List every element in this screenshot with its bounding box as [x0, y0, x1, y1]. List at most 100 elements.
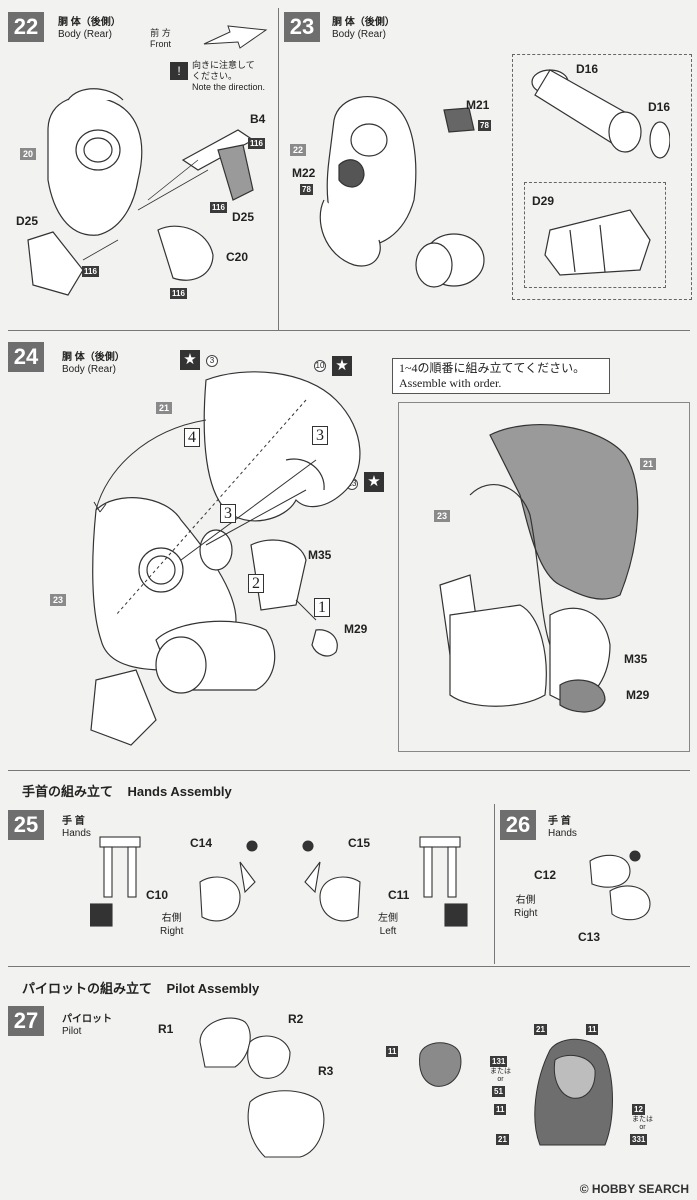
- d16-barrel-illustration: [531, 69, 670, 159]
- or-en-2: or: [639, 1124, 646, 1131]
- caution-text: 向きに注意して ください。 Note the direction.: [192, 60, 265, 93]
- callout-10: 10: [314, 360, 326, 372]
- step-26-title-jp: 手 首: [548, 816, 571, 827]
- ref-23-completed: 23: [434, 510, 451, 522]
- color-51: 51: [492, 1086, 505, 1097]
- hands-section-en: Hands Assembly: [127, 784, 232, 799]
- step-24-number: 24: [8, 342, 44, 372]
- part-d29: D29: [532, 194, 555, 208]
- step-23-number: 23: [284, 12, 320, 42]
- or-en-1: or: [497, 1076, 504, 1083]
- star-icon-2: ★: [332, 356, 352, 376]
- pilot-section-en: Pilot Assembly: [166, 981, 260, 996]
- pilot-section-header: パイロットの組み立て Pilot Assembly: [22, 978, 259, 997]
- color-11-head: 11: [386, 1046, 399, 1057]
- part-r3: R3: [318, 1064, 334, 1078]
- ref-23-exploded: 23: [50, 594, 67, 606]
- color-116-a: 116: [248, 138, 265, 149]
- note-jp: 1~4の順番に組み立ててください。: [399, 361, 586, 375]
- part-m22: M22: [292, 166, 316, 180]
- right-jp-26: 右側: [515, 895, 536, 906]
- part-c13: C13: [578, 930, 601, 944]
- hands-section-jp: 手首の組み立て: [22, 784, 114, 799]
- watermark-text: HOBBY SEARCH: [591, 1182, 689, 1196]
- pilot-painted-illustration: [534, 1038, 613, 1146]
- label-right-25: 右側 Right: [160, 912, 183, 938]
- star-icon-3: ★: [364, 472, 384, 492]
- step-24-title-en: Body (Rear): [62, 364, 116, 375]
- hands-section-header: 手首の組み立て Hands Assembly: [22, 781, 232, 800]
- step-22-title: 胴 体（後側） Body (Rear): [58, 17, 121, 41]
- step-25-title-en: Hands: [62, 828, 91, 839]
- part-m21: M21: [466, 98, 490, 112]
- color-78-b: 78: [300, 184, 313, 195]
- step-25-hands-illustration: [90, 836, 468, 927]
- step-27-title: パイロット Pilot: [62, 1014, 112, 1038]
- color-21-bottom: 21: [496, 1134, 509, 1145]
- step-23-title-en: Body (Rear): [332, 29, 386, 40]
- left-jp-25: 左側: [378, 913, 398, 924]
- step-25-title: 手 首 Hands: [62, 816, 91, 840]
- or-label-1: または or: [490, 1068, 511, 1084]
- note-en: Assemble with order.: [399, 376, 502, 390]
- color-131: 131: [490, 1056, 508, 1067]
- part-r1: R1: [158, 1022, 174, 1036]
- step-26-hand-illustration: [589, 850, 651, 921]
- step-27-number: 27: [8, 1006, 44, 1036]
- divider-row1: [8, 330, 690, 331]
- completed-view-panel: [398, 402, 690, 752]
- right-en-26: Right: [514, 908, 538, 919]
- color-11-top: 11: [586, 1024, 599, 1035]
- or-jp-2: または: [632, 1116, 653, 1123]
- caution-jp-line2: ください。: [192, 71, 238, 81]
- color-116-c: 116: [82, 266, 99, 277]
- part-b4: B4: [250, 112, 266, 126]
- part-r2: R2: [288, 1012, 304, 1026]
- or-jp-1: または: [490, 1068, 511, 1075]
- part-d16-right: D16: [648, 100, 671, 114]
- part-m35-completed: M35: [624, 652, 648, 666]
- part-c12: C12: [534, 868, 557, 882]
- color-331: 331: [630, 1134, 648, 1145]
- pilot-head-illustration: [419, 1042, 462, 1087]
- step-27-pilot-illustration: [199, 1017, 325, 1158]
- d29-illustration: [544, 209, 651, 276]
- completed-view-illustration: [439, 424, 639, 713]
- order-3-lower: 3: [220, 504, 236, 523]
- direction-arrow-icon: [203, 25, 268, 49]
- ref-21-completed: 21: [640, 458, 657, 470]
- left-en-25: Left: [379, 926, 397, 937]
- step-24-exploded-illustration: [90, 371, 361, 746]
- step-25-title-jp: 手 首: [62, 816, 85, 827]
- step-27-title-en: Pilot: [62, 1026, 82, 1037]
- direction-jp: 前 方: [150, 28, 171, 38]
- order-4: 4: [184, 428, 200, 447]
- caution-jp-line1: 向きに注意して: [192, 60, 255, 70]
- step-24-title-jp: 胴 体（後側）: [62, 352, 125, 363]
- d29-outline: [524, 182, 666, 288]
- step-25-number: 25: [8, 810, 44, 840]
- direction-label: 前 方 Front: [150, 28, 171, 50]
- part-m35-exploded: M35: [308, 548, 332, 562]
- star-icon-1: ★: [180, 350, 200, 370]
- part-c20: C20: [226, 250, 249, 264]
- order-2: 2: [248, 574, 264, 593]
- part-m29-exploded: M29: [344, 622, 368, 636]
- step-24-title: 胴 体（後側） Body (Rear): [62, 352, 125, 376]
- ref-22: 22: [290, 144, 307, 156]
- hobby-search-watermark: © HOBBY SEARCH: [580, 1182, 689, 1196]
- color-116-d: 116: [170, 288, 187, 299]
- copyright-mark: ©: [579, 1182, 589, 1196]
- step-26-title: 手 首 Hands: [548, 816, 577, 840]
- color-21-top: 21: [534, 1024, 547, 1035]
- divider-row2: [8, 770, 690, 771]
- order-3-upper: 3: [312, 426, 328, 445]
- ref-20: 20: [20, 148, 37, 160]
- caution-en: Note the direction.: [192, 82, 266, 92]
- part-c14: C14: [190, 836, 213, 850]
- color-12: 12: [632, 1104, 645, 1115]
- part-c15: C15: [348, 836, 371, 850]
- or-label-2: または or: [632, 1116, 653, 1132]
- part-d16-top: D16: [576, 62, 599, 76]
- divider-22-23: [278, 8, 279, 330]
